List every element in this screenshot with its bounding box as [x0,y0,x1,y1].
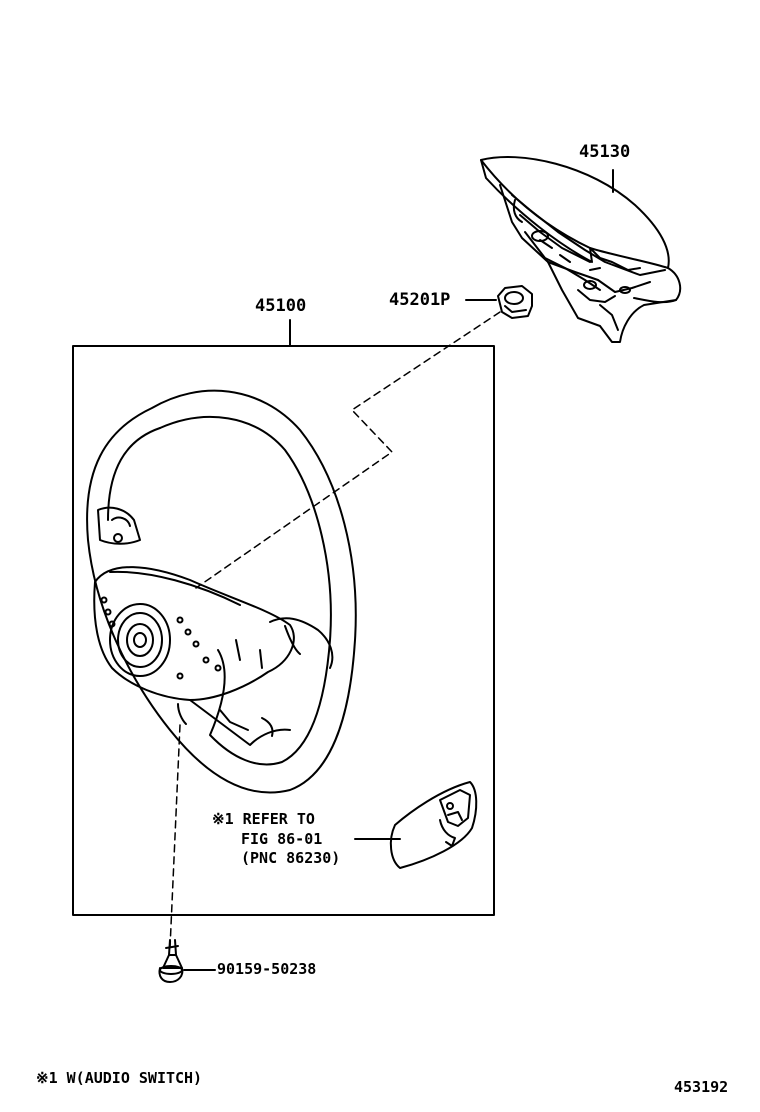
reference-line-2: FIG 86-01 [241,830,323,848]
steering-wheel-icon [86,389,357,794]
bolt-icon [158,939,184,983]
nut-icon [497,285,533,319]
part-number-nut: 45201P [389,290,451,310]
dashed-leader-bolt [169,724,181,949]
wheel-assembly-frame [72,345,495,916]
dashed-leader-nut [195,311,501,589]
part-number-bolt: 90159-50238 [217,960,317,978]
reference-line-1: ※1 REFER TO [212,810,315,828]
figure-number: 453192 [674,1078,729,1096]
reference-line-3: (PNC 86230) [241,849,341,867]
airbag-icon [480,156,682,343]
audio-switch-icon [389,781,478,869]
part-number-airbag: 45130 [579,142,631,162]
part-number-wheel: 45100 [255,296,307,316]
footnote: ※1 W(AUDIO SWITCH) [36,1069,203,1087]
